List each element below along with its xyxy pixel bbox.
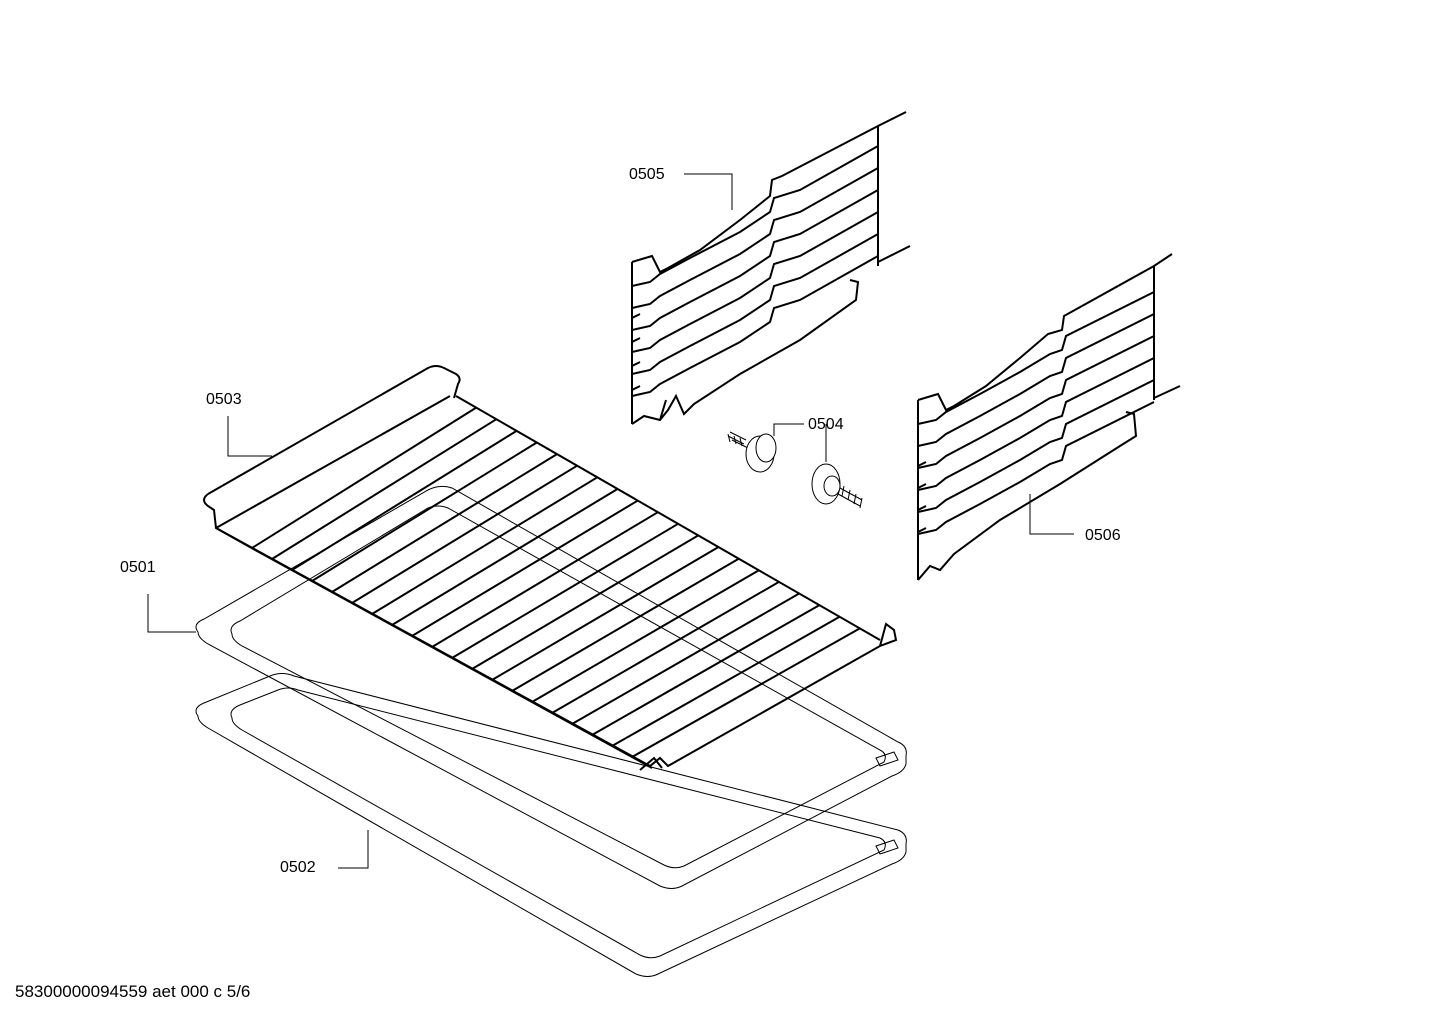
leader-lines	[147, 173, 1074, 869]
shelf-rod	[291, 430, 518, 571]
leader-0506	[1029, 494, 1074, 535]
runner-tab	[917, 483, 927, 489]
shelf-rod	[251, 406, 477, 549]
shelf-rod	[371, 476, 598, 615]
part-0501-tray-frame	[195, 485, 907, 889]
shelf-rod	[611, 615, 841, 747]
runner-tab	[917, 527, 927, 533]
runner-rail	[917, 379, 1155, 513]
shelf-rod	[351, 464, 578, 604]
callout-0505: 0505	[629, 166, 665, 183]
runner-tab	[631, 385, 641, 391]
runner-tab	[631, 313, 641, 319]
shelf-rod	[491, 546, 720, 681]
part-0504-screws	[727, 431, 863, 509]
runner-rail	[917, 313, 1155, 447]
callout-0504: 0504	[808, 416, 844, 433]
runner-rail	[631, 145, 879, 287]
part-0506-side-runner	[917, 253, 1181, 581]
runner-rail	[631, 233, 879, 375]
runner-tab	[631, 361, 641, 367]
runner-tab	[917, 461, 927, 467]
part-0502-tray-frame	[195, 673, 907, 977]
screw-left	[727, 431, 777, 473]
shelf-rod	[511, 557, 740, 692]
shelf-rod	[551, 581, 780, 714]
leader-0503	[227, 416, 272, 457]
shelf-rod	[311, 441, 538, 582]
shelf-rod	[411, 499, 639, 637]
leader-0505	[684, 173, 733, 210]
shelf-rod	[451, 522, 679, 659]
shelf-rod	[391, 488, 619, 626]
runner-rail	[917, 335, 1155, 469]
runner-left-rails	[631, 145, 879, 397]
screw-right	[811, 463, 863, 509]
shelf-rod	[591, 604, 820, 736]
runner-rail	[631, 189, 879, 331]
runner-rail	[631, 211, 879, 353]
runner-rail	[631, 167, 879, 309]
document-id: 58300000094559 aet 000 c 5/6	[15, 982, 250, 1001]
part-0503-wire-shelf	[203, 365, 898, 771]
shelf-rod	[271, 418, 497, 560]
shelf-rod	[331, 453, 558, 593]
callout-0502: 0502	[280, 859, 316, 876]
shelf-rod	[431, 511, 659, 648]
runner-rail	[631, 255, 879, 397]
runner-rail	[917, 401, 1155, 535]
leader-0504	[773, 423, 804, 436]
shelf-rod	[531, 569, 760, 703]
runner-right-rails	[917, 291, 1155, 535]
part-0505-side-runner	[631, 111, 911, 425]
leader-0501	[147, 594, 196, 633]
shelf-rod	[571, 592, 800, 725]
callout-0501: 0501	[120, 559, 156, 576]
runner-tab	[917, 505, 927, 511]
shelf-rods	[251, 406, 861, 758]
runner-tab	[631, 337, 641, 343]
callout-0506: 0506	[1085, 527, 1121, 544]
runner-rail	[917, 291, 1155, 425]
runner-rail	[917, 357, 1155, 491]
shelf-rod	[631, 627, 861, 758]
shelf-rod	[471, 534, 699, 670]
leader-0502	[338, 830, 369, 869]
callout-0503: 0503	[206, 391, 242, 408]
